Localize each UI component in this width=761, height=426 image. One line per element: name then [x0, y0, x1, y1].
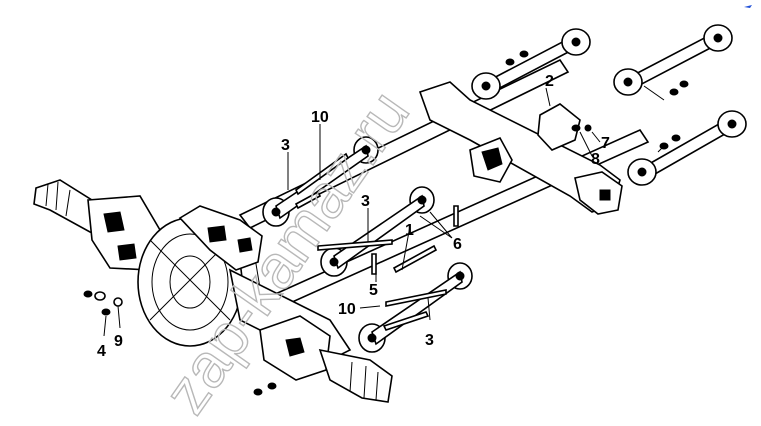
- callout-1: 1: [405, 222, 414, 239]
- callout-4: 4: [97, 343, 106, 360]
- callout-5: 5: [369, 282, 378, 299]
- callout-8: 8: [591, 151, 600, 168]
- callout-10-top: 10: [311, 109, 329, 126]
- corner-mark: [744, 5, 752, 8]
- callout-2: 2: [545, 73, 554, 90]
- rear-axle-housing: [418, 81, 623, 215]
- callout-6: 6: [453, 236, 462, 253]
- callout-3-middle: 3: [361, 193, 370, 210]
- callout-3-lower: 3: [425, 332, 434, 349]
- front-axle-housing: [33, 179, 393, 403]
- torque-rods: [262, 24, 747, 353]
- bolts: [294, 152, 459, 331]
- callout-7: 7: [601, 135, 610, 152]
- callout-labels: 2 10 3 7 8 3 1 6 5 10 3 4 9: [97, 73, 610, 360]
- callout-3-upper: 3: [281, 137, 290, 154]
- leader-lines: [103, 85, 665, 337]
- callout-9: 9: [114, 333, 123, 350]
- callout-10-lower: 10: [338, 301, 356, 318]
